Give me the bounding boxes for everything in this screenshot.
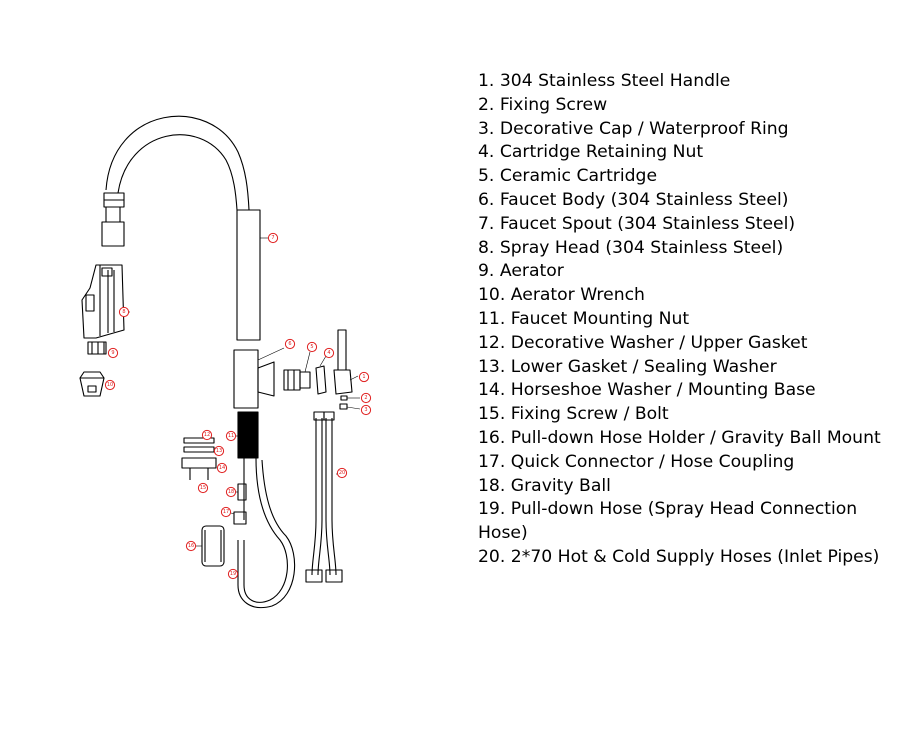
callout-circle xyxy=(358,371,370,383)
callout-12: 12 xyxy=(201,429,213,441)
aerator-wrench xyxy=(79,371,105,397)
part-item: 17. Quick Connector / Hose Coupling xyxy=(478,451,795,472)
callout-number: 14 xyxy=(219,465,225,471)
part-item: 13. Lower Gasket / Sealing Washer xyxy=(478,356,777,377)
part-item: 10. Aerator Wrench xyxy=(478,285,645,306)
callout-2: 2 xyxy=(360,392,372,404)
callout-13: 13 xyxy=(213,445,225,457)
callout-circle xyxy=(306,341,318,353)
callout-circle xyxy=(360,392,372,404)
callout-circle xyxy=(220,506,232,518)
callout-number: 3 xyxy=(364,407,367,413)
cartridge-retaining-nut xyxy=(315,355,327,395)
mounting-nut xyxy=(226,411,259,459)
part-item: 16. Pull-down Hose Holder / Gravity Ball… xyxy=(478,427,881,448)
callout-number: 7 xyxy=(271,235,274,241)
callout-15: 15 xyxy=(197,482,209,494)
part-item: 5. Ceramic Cartridge xyxy=(478,166,658,187)
callout-19: 19 xyxy=(227,568,239,580)
callout-number: 4 xyxy=(327,350,330,356)
callout-number: 2 xyxy=(364,395,367,401)
part-item: 9. Aerator xyxy=(478,261,564,282)
aerator xyxy=(87,341,107,355)
faucet-body xyxy=(233,347,285,409)
part-item: 20. 2*70 Hot & Cold Supply Hoses (Inlet … xyxy=(478,546,880,567)
gravity-ball xyxy=(196,525,225,567)
callout-number: 5 xyxy=(310,344,313,350)
callout-circle xyxy=(227,568,239,580)
callout-16: 16 xyxy=(185,540,197,552)
callout-14: 14 xyxy=(216,462,228,474)
callout-17: 17 xyxy=(220,506,232,518)
callout-10: 10 xyxy=(104,379,116,391)
fixing-screw xyxy=(340,395,360,401)
callout-5: 5 xyxy=(306,341,318,353)
callout-number: 15 xyxy=(200,485,206,491)
part-item: 15. Fixing Screw / Bolt xyxy=(478,404,669,425)
pull-down-hose xyxy=(237,457,296,608)
parts-list: 1. 304 Stainless Steel Handle 2. Fixing … xyxy=(478,70,908,570)
part-item: 6. Faucet Body (304 Stainless Steel) xyxy=(478,189,789,210)
part-item: 4. Cartridge Retaining Nut xyxy=(478,142,704,163)
callout-circle xyxy=(185,540,197,552)
callout-circle xyxy=(225,430,237,442)
callout-circle xyxy=(336,467,348,479)
callout-number: 12 xyxy=(204,432,210,438)
callout-circle xyxy=(104,379,116,391)
faucet-handle xyxy=(333,329,359,395)
callout-18: 18 xyxy=(225,486,237,498)
part-item: 8. Spray Head (304 Stainless Steel) xyxy=(478,237,784,258)
callout-7: 7 xyxy=(267,232,279,244)
part-item: 1. 304 Stainless Steel Handle xyxy=(478,71,731,91)
callout-circle xyxy=(360,404,372,416)
part-item: 19. Pull-down Hose (Spray Head Connectio… xyxy=(478,499,858,544)
part-item: 12. Decorative Washer / Upper Gasket xyxy=(478,332,808,353)
callout-1: 1 xyxy=(358,371,370,383)
spout-tip xyxy=(101,192,125,247)
callout-circle xyxy=(197,482,209,494)
part-item: 14. Horseshoe Washer / Mounting Base xyxy=(478,380,816,401)
callout-number: 19 xyxy=(230,571,236,577)
part-item: 7. Faucet Spout (304 Stainless Steel) xyxy=(478,213,796,234)
callout-number: 6 xyxy=(288,341,291,347)
callout-number: 10 xyxy=(107,382,113,388)
callout-number: 18 xyxy=(228,489,234,495)
ceramic-cartridge xyxy=(283,351,311,391)
callout-number: 13 xyxy=(216,448,222,454)
part-item: 3. Decorative Cap / Waterproof Ring xyxy=(478,118,789,139)
faucet-spout xyxy=(105,115,270,341)
washer-stack xyxy=(181,437,217,480)
callout-circle xyxy=(216,462,228,474)
part-item: 18. Gravity Ball xyxy=(478,475,611,496)
callout-number: 20 xyxy=(339,470,345,476)
callout-circle xyxy=(201,429,213,441)
callout-circle xyxy=(284,338,296,350)
callout-11: 11 xyxy=(225,430,237,442)
callout-6: 6 xyxy=(284,338,296,350)
callout-number: 17 xyxy=(223,509,229,515)
callout-9: 9 xyxy=(107,347,119,359)
callout-circle xyxy=(267,232,279,244)
part-item: 11. Faucet Mounting Nut xyxy=(478,308,690,329)
callout-20: 20 xyxy=(336,467,348,479)
callout-4: 4 xyxy=(323,347,335,359)
callout-3: 3 xyxy=(360,404,372,416)
callout-8: 8 xyxy=(118,306,130,318)
callout-circle xyxy=(213,445,225,457)
callout-number: 16 xyxy=(188,543,194,549)
callout-circle xyxy=(323,347,335,359)
callout-circle xyxy=(118,306,130,318)
callout-number: 11 xyxy=(228,433,234,439)
callout-number: 9 xyxy=(111,350,114,356)
spray-head xyxy=(81,264,130,339)
decorative-cap xyxy=(339,403,361,410)
callout-number: 8 xyxy=(122,309,125,315)
supply-hoses xyxy=(305,411,343,583)
callout-circle xyxy=(107,347,119,359)
part-item: 2. Fixing Screw xyxy=(478,94,608,115)
callout-circle xyxy=(225,486,237,498)
callout-number: 1 xyxy=(362,374,365,380)
